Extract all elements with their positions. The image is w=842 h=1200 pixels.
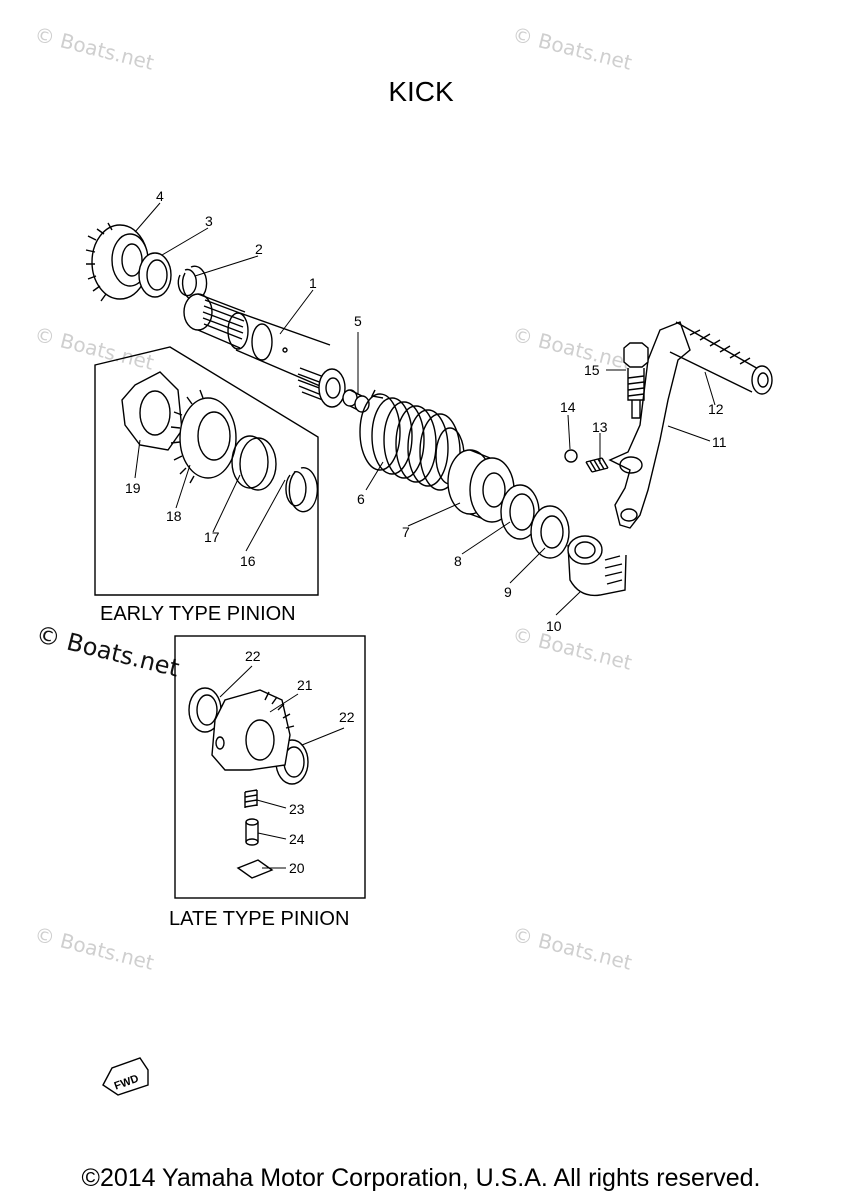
part-23-spring <box>244 789 258 808</box>
part-15-bolt <box>623 342 649 419</box>
part-11-kick-arm <box>608 321 691 529</box>
late-type-box <box>174 635 366 899</box>
callout-16: 16 <box>240 553 256 569</box>
part-20-clip <box>236 859 274 879</box>
part-1-shaft <box>183 293 346 408</box>
copyright-notice: ©2014 Yamaha Motor Corporation, U.S.A. A… <box>81 1164 761 1192</box>
late-type-label: LATE TYPE PINION <box>169 908 350 930</box>
callout-18: 18 <box>166 508 182 524</box>
fwd-arrow-icon <box>102 1057 149 1096</box>
callout-22: 22 <box>245 648 261 664</box>
callout-3: 3 <box>205 213 213 229</box>
callout-13: 13 <box>592 419 608 435</box>
callout-20: 20 <box>289 860 305 876</box>
part-4-gear <box>85 222 149 302</box>
part-17-spring-clip <box>231 435 277 491</box>
part-16-circlip <box>285 467 319 513</box>
callout-17: 17 <box>204 529 220 545</box>
part-5-pin <box>342 389 370 413</box>
part-21-pinion-gear <box>211 689 295 771</box>
callout-21: 21 <box>297 677 313 693</box>
callout-8: 8 <box>454 553 462 569</box>
callout-9: 9 <box>504 584 512 600</box>
part-12-grip <box>669 321 773 395</box>
callout-23: 23 <box>289 801 305 817</box>
part-24-plunger <box>245 818 259 846</box>
part-10-boss <box>567 535 627 597</box>
callout-6: 6 <box>357 491 365 507</box>
callout-2: 2 <box>255 241 263 257</box>
callout-7: 7 <box>402 524 410 540</box>
part-6-spring <box>359 389 465 491</box>
early-type-box <box>94 346 319 596</box>
callout-24: 24 <box>289 831 305 847</box>
part-13-spring <box>585 457 609 473</box>
part-18-gear <box>170 389 237 484</box>
part-22-washer <box>188 687 222 733</box>
part-3-washer <box>138 252 172 298</box>
callout-1: 1 <box>309 275 317 291</box>
callout-10: 10 <box>546 618 562 634</box>
callout-4: 4 <box>156 188 164 204</box>
early-type-label: EARLY TYPE PINION <box>100 603 296 625</box>
part-9-seal <box>530 505 570 559</box>
callout-14: 14 <box>560 399 576 415</box>
callout-12: 12 <box>708 401 724 417</box>
part-14-ball <box>564 449 578 463</box>
callout-11: 11 <box>712 434 727 450</box>
part-19-ratchet <box>121 371 183 451</box>
callout-22: 22 <box>339 709 355 725</box>
callout-5: 5 <box>354 313 362 329</box>
callout-15: 15 <box>584 362 600 378</box>
part-8-washer <box>500 484 540 540</box>
page-title: KICK <box>388 76 454 107</box>
callout-19: 19 <box>125 480 141 496</box>
